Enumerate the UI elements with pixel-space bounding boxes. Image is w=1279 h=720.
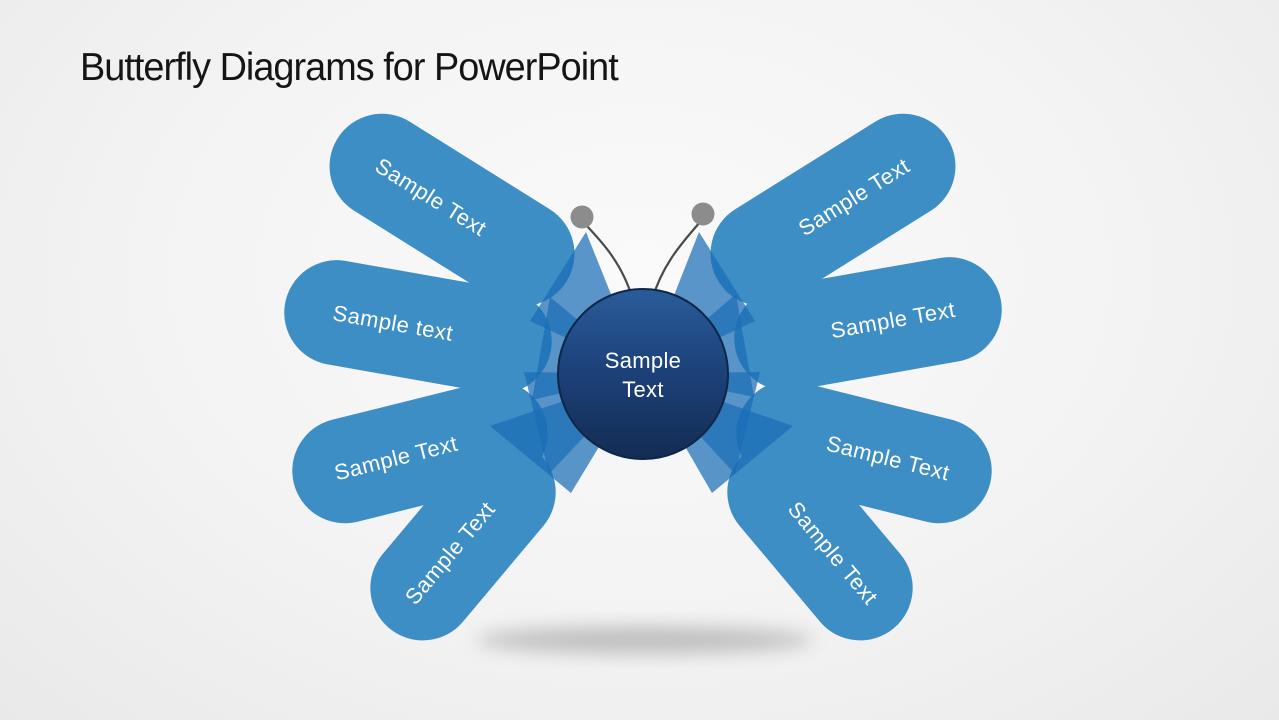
- wing-right-bottom: [727, 439, 913, 641]
- wing-left-top: [329, 113, 575, 307]
- antenna-right-tip-icon: [691, 202, 715, 226]
- wing-left-bottom: [370, 439, 556, 641]
- body-label-line1: Sample: [605, 348, 681, 373]
- wing-capsule: [727, 439, 913, 641]
- wing-capsule: [329, 113, 575, 307]
- wing-capsule: [370, 439, 556, 641]
- antenna-left-tip-icon: [570, 205, 594, 229]
- wing-capsule: [284, 260, 552, 394]
- body-label-line2: Text: [622, 377, 664, 402]
- butterfly-body: [557, 288, 729, 460]
- slide-title: Butterfly Diagrams for PowerPoint: [80, 46, 619, 89]
- wing-capsule: [710, 113, 956, 307]
- wing-right-upper-middle: [734, 257, 1002, 391]
- wing-right-top: [710, 113, 956, 307]
- wing-capsule: [734, 257, 1002, 391]
- wing-left-upper-middle: [284, 260, 552, 394]
- antenna-left: [583, 222, 635, 302]
- ground-shadow: [477, 626, 813, 654]
